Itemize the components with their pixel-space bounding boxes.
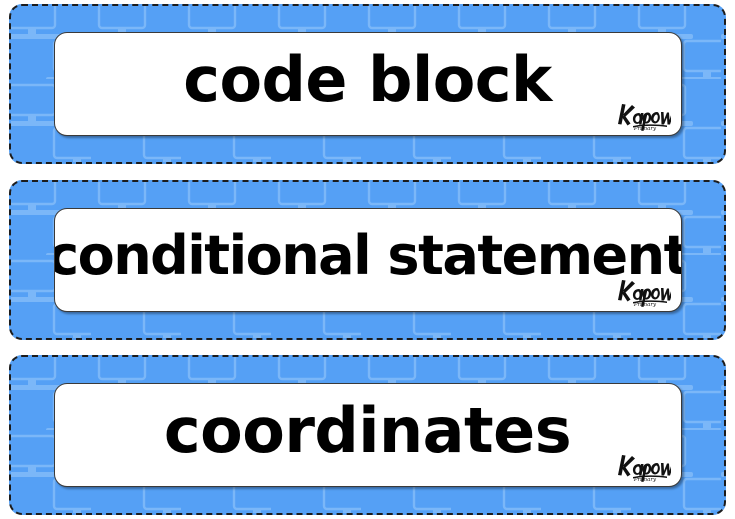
kapow-primary-logo: Primary [615,101,671,131]
word-plate: conditional statement [53,207,682,312]
word-plate: coordinates [53,383,682,487]
vocabulary-word: coordinates [163,394,572,467]
kapow-primary-logo: Primary [615,277,671,307]
svg-text:Primary: Primary [632,302,656,307]
vocabulary-card[interactable]: conditional statement [9,179,726,340]
vocabulary-card[interactable]: code block [9,4,726,164]
vocabulary-word: conditional statement [53,223,682,287]
word-plate: code block [53,32,682,136]
svg-text:Primary: Primary [632,126,656,131]
vocabulary-word: code block [183,43,552,116]
svg-text:Primary: Primary [632,477,656,482]
vocabulary-card[interactable]: coordinates [9,355,726,515]
kapow-primary-logo: Primary [615,452,671,482]
